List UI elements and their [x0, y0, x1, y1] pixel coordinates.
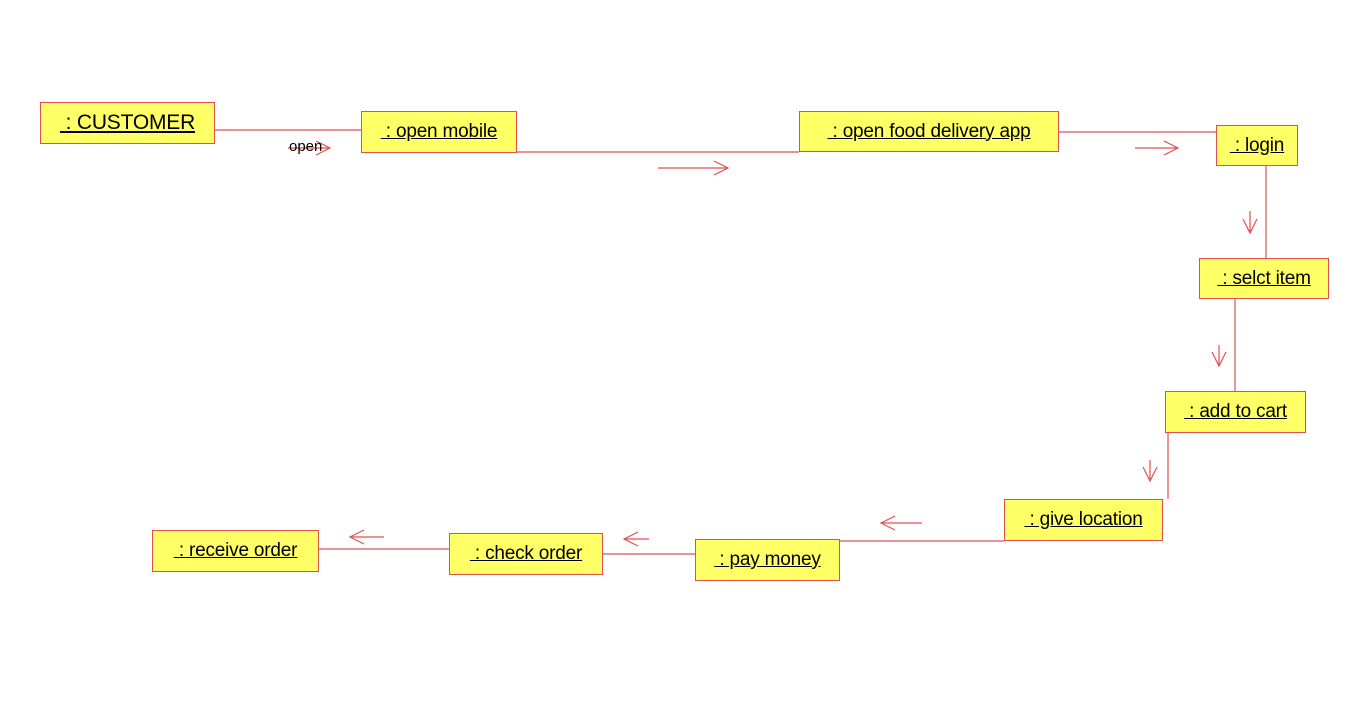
message-arrow-select-item [1242, 211, 1258, 235]
node-open-food-delivery-app[interactable]: : open food delivery app [799, 111, 1059, 152]
message-arrow-check-order [622, 531, 649, 547]
node-check-order[interactable]: : check order [449, 533, 603, 575]
diagram-links [215, 129, 1267, 555]
message-arrow-open-app [658, 160, 730, 176]
message-arrow-give-location [1142, 460, 1158, 483]
node-login[interactable]: : login [1216, 125, 1298, 166]
message-arrow-add-to-cart [1211, 345, 1227, 368]
node-add-to-cart[interactable]: : add to cart [1165, 391, 1306, 433]
message-arrow-open [288, 140, 332, 156]
diagram-arrows [288, 140, 1258, 547]
node-customer[interactable]: : CUSTOMER [40, 102, 215, 144]
node-select-item[interactable]: : selct item [1199, 258, 1329, 299]
node-pay-money[interactable]: : pay money [695, 539, 840, 581]
message-arrow-pay-money [879, 515, 922, 531]
message-arrow-receive-order [348, 529, 384, 545]
node-receive-order[interactable]: : receive order [152, 530, 319, 572]
message-label-open: open [289, 138, 323, 155]
node-open-mobile[interactable]: : open mobile [361, 111, 517, 153]
node-give-location[interactable]: : give location [1004, 499, 1163, 541]
message-arrow-login [1135, 140, 1180, 156]
